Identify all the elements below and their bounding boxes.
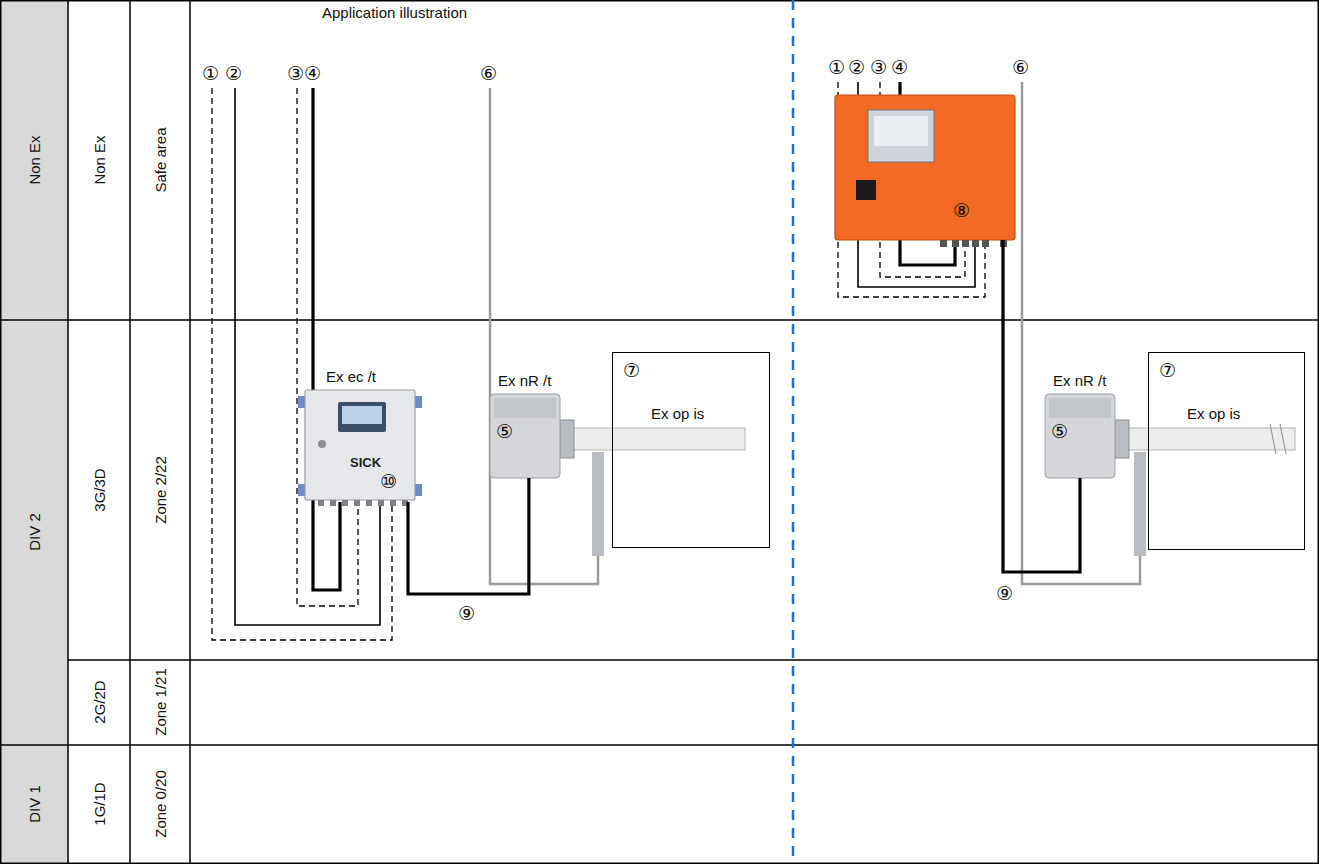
zone-cell: Zone 0/20 (152, 770, 169, 838)
zone-cell: Non Ex (91, 135, 108, 184)
zone-cell: 3G/3D (91, 468, 108, 511)
zone-marking: Ex op is (651, 405, 704, 422)
zone-marking: Ex nR /t (1053, 372, 1106, 389)
callout-number: ⑥ (1012, 58, 1029, 77)
cable-connector (1003, 240, 1080, 572)
callout-number: ④ (891, 58, 908, 77)
zone-marking: Ex op is (1187, 405, 1240, 422)
callout-number: ⑨ (456, 604, 477, 623)
stack-box: ⑦ Ex op is (612, 352, 770, 548)
device-unit: Ex nR /t ⑤ (486, 372, 564, 478)
header-column (0, 0, 68, 864)
callout-number: ⑧ (953, 201, 970, 220)
sender-unit-right (1045, 394, 1295, 556)
device-unit: Ex nR /t ⑤ (1041, 372, 1119, 478)
zone-marking: Ex ec /t (326, 368, 376, 385)
callout-number: ③ (287, 64, 304, 83)
callout-number: ⑤ (1051, 422, 1068, 441)
zone-cell: Safe area (152, 127, 169, 192)
cable-connector (408, 478, 529, 594)
zone-cell: DIV 2 (26, 513, 43, 551)
callout-number: ⑥ (480, 64, 497, 83)
zone-marking: Ex nR /t (498, 372, 551, 389)
heading: Application illustration (322, 4, 467, 21)
brand-logo: SICK (350, 455, 381, 470)
divider-line (792, 0, 795, 864)
zone-cell: 2G/2D (91, 680, 108, 723)
callout-number: ② (225, 64, 242, 83)
callout-number: ⑨ (994, 584, 1015, 603)
callout-number: ③ (870, 58, 887, 77)
zone-cell: Zone 1/21 (152, 668, 169, 736)
callout-number: ⑦ (623, 361, 640, 380)
callout-number: ① (202, 64, 219, 83)
control-unit-orange (835, 95, 1015, 247)
device-unit: ⑧ (835, 95, 1015, 240)
device-unit: Ex ec /t ⑩ (296, 368, 424, 502)
callout-number: ① (828, 58, 845, 77)
callout-number: ④ (304, 64, 321, 83)
callout-number: ② (848, 58, 865, 77)
wires-left (212, 88, 598, 640)
zone-cell: Zone 2/22 (152, 456, 169, 524)
callout-number: ⑤ (496, 422, 513, 441)
callout-number: ⑩ (380, 472, 397, 491)
zone-cell: Non Ex (26, 135, 43, 184)
zone-cell: DIV 1 (26, 785, 43, 823)
stack-box: ⑦ Ex op is (1148, 352, 1305, 550)
zone-cell: 1G/1D (91, 782, 108, 825)
callout-number: ⑦ (1159, 361, 1176, 380)
control-unit (298, 390, 422, 506)
